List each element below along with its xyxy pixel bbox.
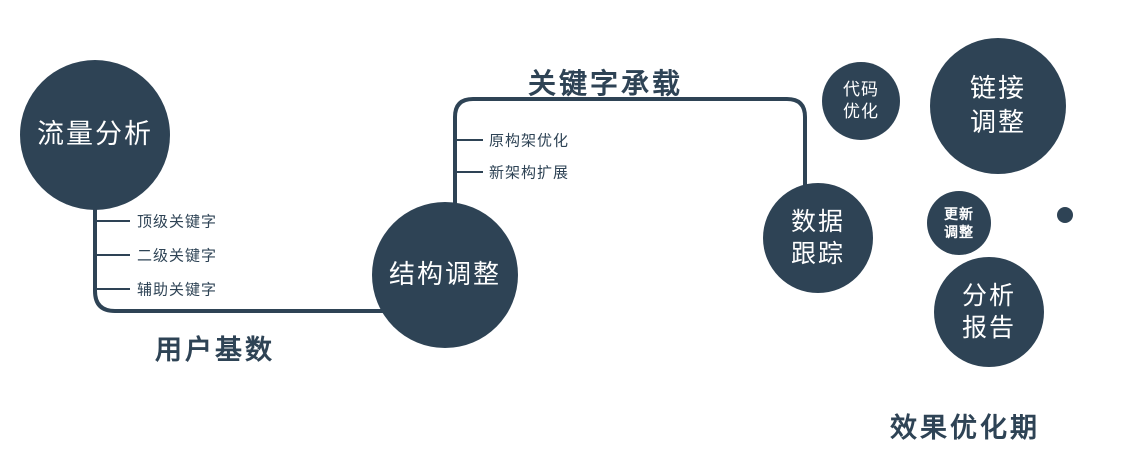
node-label: 结构调整 [388,259,501,290]
node-label-line1: 数据 [790,207,845,236]
node-label-line2: 调整 [969,107,1026,137]
node-update-adjustment: 更新 调整 [927,191,991,255]
flow-connector-right [453,97,807,208]
branch-label-new-architecture: 新架构扩展 [489,164,570,182]
node-label: 流量分析 [37,119,153,150]
edge-label-user-base: 用户基数 [155,335,275,365]
node-structure-adjustment: 结构调整 [372,202,518,348]
node-data-tracking: 数据 跟踪 [763,183,873,293]
node-label-line1: 分析 [961,281,1016,310]
flow-connector-left [93,198,410,313]
decorative-dot [1057,207,1073,223]
edge-label-keyword-carrying: 关键字承载 [528,68,684,99]
branch-label-secondary-keywords: 二级关键字 [137,247,218,265]
branch-label-top-keywords: 顶级关键字 [137,213,218,231]
branch-label-auxiliary-keywords: 辅助关键字 [137,281,218,299]
node-link-adjustment: 链接 调整 [930,38,1066,174]
node-traffic-analysis: 流量分析 [20,60,170,210]
node-label-line2: 调整 [944,224,974,240]
branch-label-original-architecture: 原构架优化 [489,132,570,150]
node-label-line1: 链接 [969,73,1026,104]
node-label-line1: 更新 [944,205,974,222]
node-label-line2: 优化 [843,102,879,121]
caption-effect-optimization-period: 效果优化期 [890,413,1040,443]
node-label-line1: 代码 [843,79,879,99]
node-label-line2: 报告 [961,314,1016,342]
node-label-line2: 跟踪 [790,240,845,268]
node-code-optimization: 代码 优化 [822,62,900,140]
node-analysis-report: 分析 报告 [934,257,1044,367]
